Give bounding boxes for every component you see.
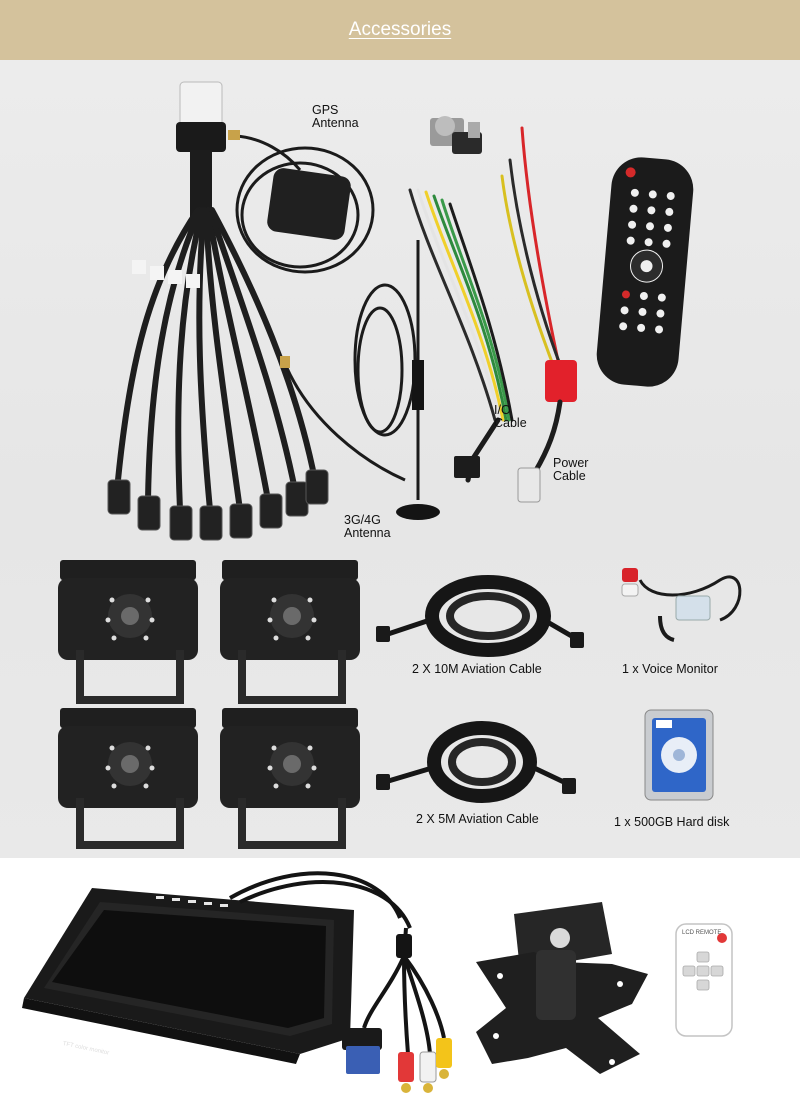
gps-label-line1: GPS xyxy=(312,103,339,117)
io-cable xyxy=(408,188,514,483)
monitor-cables xyxy=(229,871,446,1055)
caption-cable-5m: 2 X 5M Aviation Cable xyxy=(416,812,539,826)
lock-keys xyxy=(430,116,482,154)
accessories-photo xyxy=(58,81,742,849)
video-harness-cable xyxy=(107,81,329,541)
cellular-antenna xyxy=(280,240,440,520)
gps-label-line2: Antenna xyxy=(312,116,359,130)
power-cable xyxy=(500,126,577,503)
caption-voice-monitor: 1 x Voice Monitor xyxy=(622,662,718,676)
camera-3 xyxy=(58,708,198,849)
small-remote-label: LCD REMOTE xyxy=(682,930,722,936)
voice-monitor xyxy=(621,568,742,642)
antenna-label-line1: 3G/4G xyxy=(344,513,381,527)
monitor-kit-section: TFT color monitor LCD REMOTE xyxy=(0,858,800,1108)
power-cable-label: Power Cable xyxy=(553,457,588,483)
dvr-remote xyxy=(596,157,694,387)
gps-antenna-label: GPS Antenna xyxy=(312,104,359,130)
caption-hard-disk: 1 x 500GB Hard disk xyxy=(614,815,730,829)
gps-antenna xyxy=(228,130,375,274)
camera-1 xyxy=(58,560,198,704)
accessories-panel: GPS Antenna I/O Cable Power Cable 3G/4G … xyxy=(0,60,800,858)
power-label-line2: Cable xyxy=(553,469,586,483)
lcd-monitor xyxy=(22,888,354,1064)
cellular-antenna-label: 3G/4G Antenna xyxy=(344,514,391,540)
monitor-kit-photo xyxy=(22,871,733,1093)
section-header: Accessories xyxy=(0,0,800,60)
antenna-label-line2: Antenna xyxy=(344,526,391,540)
small-remote xyxy=(675,923,733,1037)
section-title: Accessories xyxy=(348,19,452,40)
caption-cable-10m: 2 X 10M Aviation Cable xyxy=(412,662,542,676)
aviation-cable-5m xyxy=(376,721,576,803)
io-cable-label: I/O Cable xyxy=(494,404,527,430)
monitor-connectors xyxy=(342,934,452,1093)
camera-2 xyxy=(220,560,360,704)
io-label-line1: I/O xyxy=(494,403,511,417)
io-label-line2: Cable xyxy=(494,416,527,430)
power-label-line1: Power xyxy=(553,456,589,470)
camera-grid xyxy=(58,560,360,849)
aviation-cable-10m xyxy=(376,575,584,657)
hard-disk xyxy=(644,709,714,801)
mounting-bracket xyxy=(476,902,648,1074)
camera-4 xyxy=(220,708,360,849)
